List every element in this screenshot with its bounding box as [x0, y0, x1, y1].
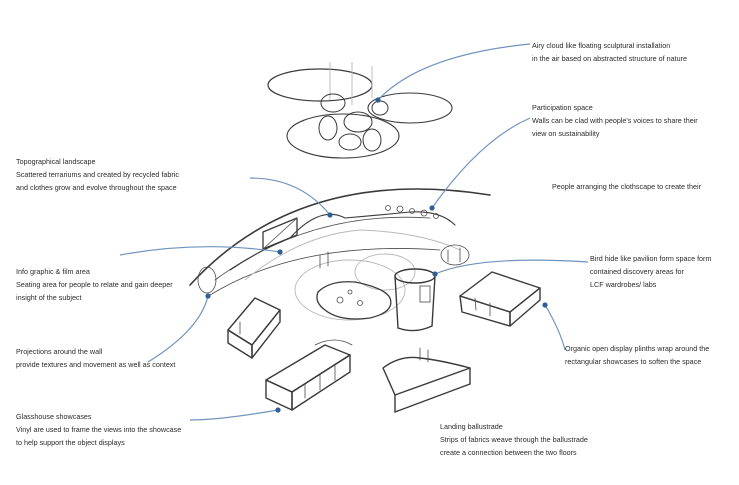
annotation-clothscape: People arranging the clothscape to creat…: [552, 180, 701, 193]
annotation-topographical-line3: and clothes grow and evolve throughout t…: [16, 183, 177, 193]
central-organic-plinth-sketch: [294, 251, 416, 321]
annotation-organic-plinths-line1: Organic open display plinths wrap around…: [565, 344, 710, 353]
annotation-organic-plinths: Organic open display plinths wrap around…: [565, 342, 709, 368]
annotation-participation-line1: Participation space: [532, 103, 593, 112]
annotation-airy-cloud-line2: in the air based on abstracted structure…: [532, 54, 688, 64]
annotation-infographic-line1: Info graphic & film area: [16, 267, 90, 276]
annotation-projections-line1: Projections around the wall: [16, 347, 103, 356]
annotation-ballustrade-line2: Strips of fabrics weave through the ball…: [440, 435, 588, 445]
leader-lines: [119, 43, 589, 421]
annotation-ballustrade-line1: Landing ballustrade: [440, 422, 503, 431]
annotation-bird-hide-line1: Bird hide like pavilion form space form: [590, 254, 712, 263]
annotation-projections-line2: provide textures and movement as well as…: [16, 360, 176, 370]
annotation-infographic-line3: insight of the subject: [16, 293, 82, 303]
curved-back-wall-sketch: [189, 188, 491, 296]
annotation-infographic-line2: Seating area for people to relate and ga…: [16, 280, 173, 290]
annotation-clothscape-line1: People arranging the clothscape to creat…: [552, 182, 702, 191]
cloud-installation-sketch: [267, 62, 453, 159]
annotation-topographical: Topographical landscape Scattered terrar…: [16, 155, 179, 195]
annotation-participation: Participation space Walls can be clad wi…: [532, 101, 698, 141]
annotation-bird-hide-line2: contained discovery areas for: [590, 267, 684, 277]
annotation-bird-hide-line3: LCF wardrobes/ labs: [590, 280, 657, 290]
participation-pods-sketch: [440, 244, 470, 266]
right-showcase-sketch: [459, 271, 541, 327]
annotation-ballustrade-line3: create a connection between the two floo…: [440, 448, 577, 458]
front-showcase-sketch: [265, 339, 353, 411]
annotation-participation-line2: Walls can be clad with people's voices t…: [532, 116, 698, 126]
left-showcase-sketch: [227, 297, 281, 359]
annotation-topographical-line2: Scattered terrariums and created by recy…: [16, 170, 179, 180]
annotation-organic-plinths-line2: rectangular showcases to soften the spac…: [565, 357, 702, 367]
annotation-glasshouse: Glasshouse showcases Vinyl are used to f…: [16, 410, 181, 450]
annotation-participation-line3: view on sustainability: [532, 129, 600, 139]
annotation-airy-cloud-line1: Airy cloud like floating sculptural inst…: [532, 41, 671, 50]
projection-wall-sketch: [197, 266, 217, 294]
annotation-topographical-line1: Topographical landscape: [16, 157, 96, 166]
landing-ballustrade-sketch: [382, 347, 471, 413]
annotation-glasshouse-line1: Glasshouse showcases: [16, 412, 92, 421]
annotation-ballustrade: Landing ballustrade Strips of fabrics we…: [440, 420, 588, 460]
info-graphic-screen-sketch: [262, 217, 298, 250]
annotation-bird-hide: Bird hide like pavilion form space form …: [590, 252, 711, 292]
annotation-infographic: Info graphic & film area Seating area fo…: [16, 265, 173, 305]
annotation-airy-cloud: Airy cloud like floating sculptural inst…: [532, 39, 687, 65]
annotation-glasshouse-line3: to help support the object displays: [16, 438, 125, 448]
annotation-glasshouse-line2: Vinyl are used to frame the views into t…: [16, 425, 182, 435]
annotation-projections: Projections around the wall provide text…: [16, 345, 175, 371]
